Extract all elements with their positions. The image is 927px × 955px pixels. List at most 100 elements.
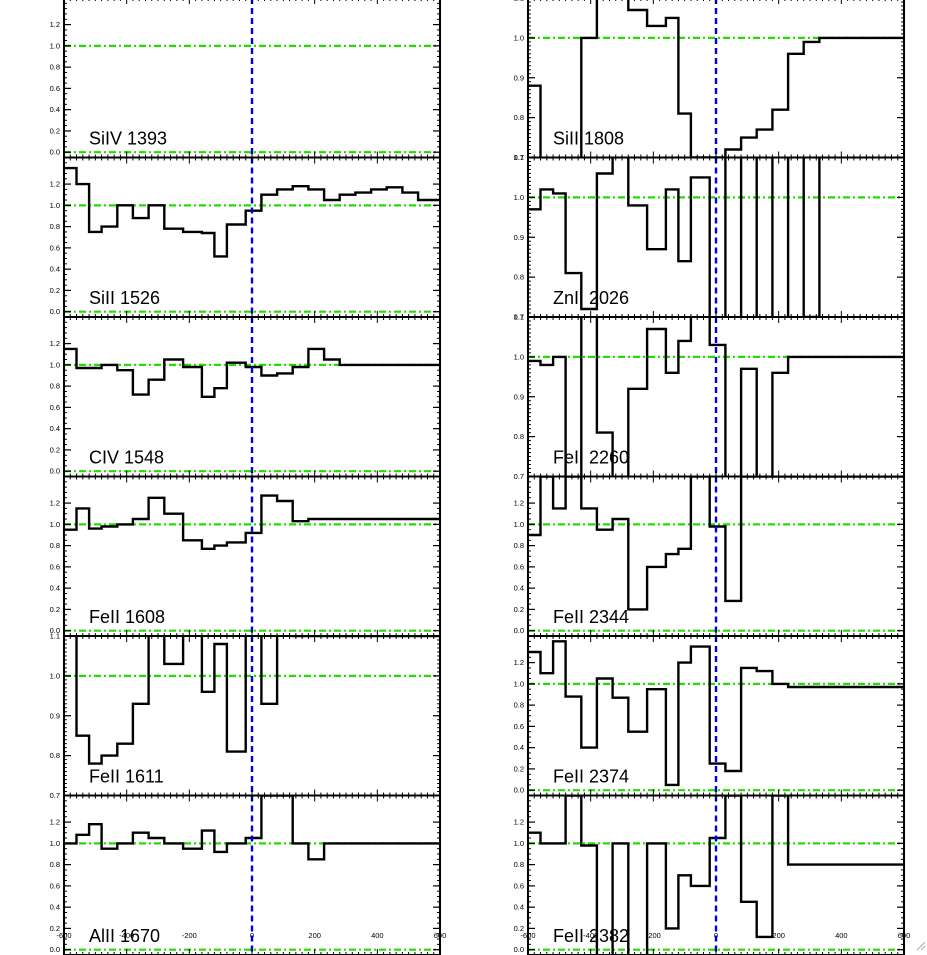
y-tick-label: 0.4	[50, 105, 60, 114]
y-tick-label: 0.8	[514, 541, 524, 550]
y-tick-label: 1.0	[50, 360, 60, 369]
y-tick-label: 0.7	[50, 791, 60, 800]
y-tick-label: 0.6	[50, 881, 60, 890]
y-tick-label: 0.7	[514, 153, 524, 162]
y-tick-label: 0.2	[50, 605, 60, 614]
ion-label: FeII 2344	[553, 607, 629, 627]
y-tick-label: 1.2	[50, 20, 60, 29]
ion-label: ZnII 2026	[553, 288, 629, 308]
y-tick-label: 1.0	[50, 671, 60, 680]
resize-grip-icon[interactable]	[916, 941, 926, 951]
y-tick-label: 0.0	[50, 467, 60, 476]
y-tick-label: 0.8	[514, 860, 524, 869]
y-tick-label: 1.0	[514, 33, 524, 42]
y-tick-label: 1.2	[50, 339, 60, 348]
y-tick-label: 0.8	[50, 63, 60, 72]
y-tick-label: 0.0	[514, 945, 524, 954]
y-tick-label: 0.4	[514, 743, 524, 752]
y-tick-label: 0.0	[50, 307, 60, 316]
y-tick-label: 1.0	[50, 839, 60, 848]
y-tick-label: 0.8	[50, 751, 60, 760]
ion-label: SiIV 1393	[89, 129, 167, 149]
x-tick-label: 200	[308, 931, 321, 940]
ion-label: AlII 1670	[89, 926, 160, 946]
y-tick-label: 0.8	[50, 222, 60, 231]
y-tick-label: 1.0	[50, 520, 60, 529]
spectrum-series	[528, 157, 821, 317]
x-tick-label: 400	[835, 931, 848, 940]
spectrum-series	[528, 317, 904, 477]
y-tick-label: 1.0	[514, 520, 524, 529]
y-tick-label: 0.8	[514, 701, 524, 710]
y-tick-label: 0.2	[50, 924, 60, 933]
ion-label: CIV 1548	[89, 448, 164, 468]
y-tick-label: 0.9	[514, 392, 524, 401]
x-tick-label: 600	[434, 931, 447, 940]
y-tick-label: 0.8	[514, 273, 524, 282]
y-tick-label: 0.2	[514, 605, 524, 614]
x-tick-label: -600	[520, 931, 535, 940]
y-tick-label: 0.0	[50, 945, 60, 954]
y-tick-label: 0.6	[50, 403, 60, 412]
spectrum-series	[64, 494, 440, 550]
y-tick-label: 0.0	[50, 148, 60, 157]
ion-label: FeII 2260	[553, 448, 629, 468]
y-tick-label: 0.2	[514, 924, 524, 933]
spectrum-series	[528, 0, 904, 158]
y-tick-label: 0.2	[514, 764, 524, 773]
y-tick-label: 0.9	[514, 73, 524, 82]
spectrum-series	[528, 795, 904, 955]
y-tick-label: 0.9	[50, 711, 60, 720]
x-tick-label: -200	[182, 931, 197, 940]
y-tick-label: 0.6	[50, 84, 60, 93]
y-tick-label: 0.7	[514, 313, 524, 322]
spectrum-series	[75, 636, 440, 765]
y-tick-label: 0.6	[514, 722, 524, 731]
spectrum-series	[528, 640, 904, 787]
y-tick-label: 0.4	[50, 903, 60, 912]
y-tick-label: 1.0	[514, 839, 524, 848]
y-tick-label: 0.6	[514, 562, 524, 571]
y-tick-label: 1.2	[514, 499, 524, 508]
y-tick-label: 0.4	[50, 584, 60, 593]
x-tick-label: 600	[898, 931, 911, 940]
x-tick-label: 200	[772, 931, 785, 940]
y-tick-label: 0.0	[514, 626, 524, 635]
y-tick-label: 1.2	[514, 818, 524, 827]
y-tick-label: 1.2	[50, 499, 60, 508]
ion-label: FeII 2374	[553, 767, 629, 787]
x-tick-label: -200	[646, 931, 661, 940]
x-tick-label: -400	[119, 931, 134, 940]
y-tick-label: 1.1	[514, 0, 524, 3]
y-tick-label: 1.0	[514, 679, 524, 688]
y-tick-label: 0.2	[50, 126, 60, 135]
y-tick-label: 1.0	[514, 193, 524, 202]
y-tick-label: 1.2	[50, 180, 60, 189]
y-tick-label: 0.0	[50, 626, 60, 635]
spectrum-series	[64, 347, 440, 398]
y-tick-label: 1.0	[514, 352, 524, 361]
spectrum-series	[528, 476, 904, 611]
y-tick-label: 0.4	[50, 265, 60, 274]
y-tick-label: 0.6	[50, 243, 60, 252]
y-tick-label: 0.7	[514, 472, 524, 481]
x-tick-label: -600	[56, 931, 71, 940]
y-tick-label: 1.1	[514, 153, 524, 162]
x-tick-label: 0	[714, 931, 718, 940]
spectrum-series	[64, 795, 440, 861]
y-tick-label: 0.4	[50, 424, 60, 433]
y-tick-label: 1.2	[514, 658, 524, 667]
ion-label: SiII 1808	[553, 129, 624, 149]
y-tick-label: 1.1	[514, 313, 524, 322]
y-tick-label: 0.8	[50, 382, 60, 391]
y-tick-label: 0.8	[514, 432, 524, 441]
y-tick-label: 0.2	[50, 286, 60, 295]
